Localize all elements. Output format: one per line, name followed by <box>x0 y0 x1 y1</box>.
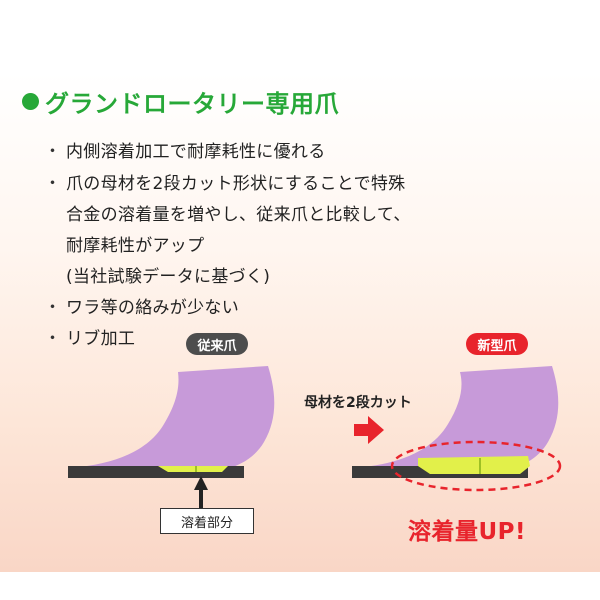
green-dot-icon <box>22 92 39 110</box>
content-panel <box>0 72 600 572</box>
old-claw-badge: 従来爪 <box>186 333 248 355</box>
weld-label: 溶着部分 <box>160 508 254 534</box>
weld-highlight-ellipse <box>390 440 562 492</box>
title-text: グランドロータリー専用爪 <box>45 89 339 118</box>
bullet-marker: ・ <box>44 174 61 194</box>
bullet-2-line-4: (当社試験データに基づく) <box>66 267 271 287</box>
bullet-2-line-2: 合金の溶着量を増やし、従来爪と比較して、 <box>66 205 411 225</box>
bullet-marker: ・ <box>44 329 61 349</box>
new-claw-illustration <box>352 366 562 492</box>
bullet-4-line-1: リブ加工 <box>66 329 136 349</box>
right-arrow-icon <box>354 416 384 444</box>
bullet-2-line-3: 耐摩耗性がアップ <box>66 236 205 256</box>
new-weld-area <box>418 456 530 474</box>
bullet-marker: ・ <box>44 142 61 162</box>
weld-up-text: 溶着量UP! <box>408 519 527 545</box>
bullet-marker: ・ <box>44 298 61 318</box>
old-claw-illustration <box>68 366 275 478</box>
old-claw-body <box>70 366 275 478</box>
cut-caption: 母材を2段カット <box>304 395 412 411</box>
old-weld-area <box>158 466 228 472</box>
section-title: グランドロータリー専用爪 <box>22 86 339 118</box>
bullet-2-line-1: 爪の母材を2段カット形状にすることで特殊 <box>66 174 406 194</box>
bullet-1-line-1: 内側溶着加工で耐摩耗性に優れる <box>66 142 326 162</box>
up-arrow-icon <box>194 476 208 508</box>
new-claw-badge: 新型爪 <box>466 333 528 355</box>
new-claw-body <box>354 366 559 478</box>
bullet-3-line-1: ワラ等の絡みが少ない <box>66 298 239 318</box>
